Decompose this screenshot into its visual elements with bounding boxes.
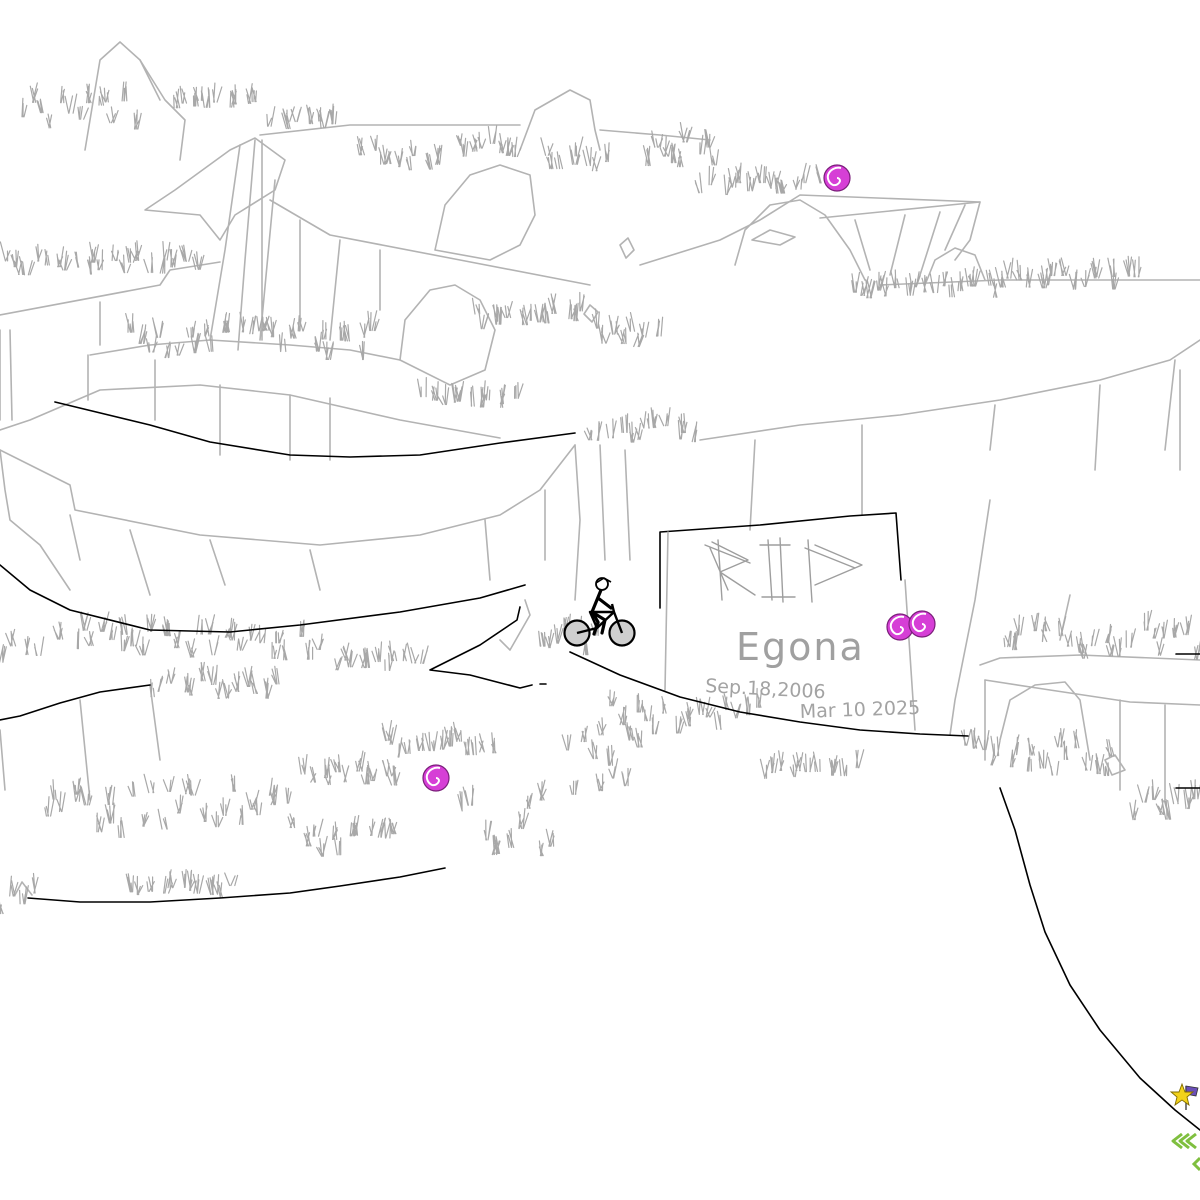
scenery-layer bbox=[0, 41, 1200, 896]
grass-tuft bbox=[125, 310, 380, 361]
grass-tuft bbox=[960, 727, 1115, 777]
track-line-upper bbox=[54, 401, 576, 458]
grass-tuft bbox=[356, 134, 443, 171]
grass-tuft bbox=[21, 81, 142, 130]
boost-chevron-icon bbox=[1171, 1132, 1200, 1172]
player-rider-icon[interactable] bbox=[563, 577, 636, 647]
grass-tuft bbox=[561, 725, 643, 795]
tombstone-heading bbox=[704, 537, 863, 603]
track-layer bbox=[0, 401, 1200, 1131]
grass-tuft bbox=[417, 377, 524, 408]
grass-tuft bbox=[694, 162, 822, 196]
tombstone-death-date: Mar 10 2025 bbox=[799, 697, 920, 723]
grass-tuft bbox=[642, 122, 719, 168]
tombstone-name: Egona bbox=[736, 625, 865, 669]
grass-tuft bbox=[471, 291, 600, 330]
grass-tuft bbox=[381, 720, 497, 758]
grass-tuft bbox=[125, 869, 239, 899]
grass-tuft bbox=[1129, 779, 1200, 821]
teleport-spiral-icon bbox=[908, 610, 936, 638]
checkpoint-flag-icon bbox=[1185, 1085, 1199, 1110]
grass-tuft bbox=[851, 266, 998, 299]
grass-tuft bbox=[457, 779, 555, 857]
grass-tuft bbox=[1003, 609, 1200, 661]
grass-tuft bbox=[0, 872, 39, 915]
grass-layer bbox=[0, 81, 1200, 915]
teleport-spiral-icon bbox=[823, 164, 851, 192]
track-line-kicker bbox=[429, 606, 533, 689]
track-line-bowl bbox=[0, 564, 526, 633]
grass-tuft bbox=[540, 136, 610, 172]
grass-tuft bbox=[266, 103, 338, 130]
tombstone: Egona Sep.18,2006 Mar 10 2025 bbox=[659, 512, 921, 731]
grass-tuft bbox=[596, 687, 762, 741]
grass-tuft bbox=[44, 773, 296, 838]
grass-tuft bbox=[173, 82, 257, 109]
grass-tuft bbox=[52, 611, 324, 661]
grass-tuft bbox=[0, 628, 45, 663]
grass-tuft bbox=[298, 750, 401, 786]
grass-tuft bbox=[303, 815, 398, 857]
track-line-left bbox=[0, 684, 151, 721]
grass-tuft bbox=[583, 407, 698, 443]
tombstone-birth-date: Sep.18,2006 bbox=[705, 675, 826, 703]
goal-star-icon bbox=[1169, 1082, 1195, 1107]
grass-tuft bbox=[598, 312, 664, 348]
track-line-drop bbox=[999, 787, 1200, 1131]
grass-tuft bbox=[759, 749, 865, 779]
grass-tuft bbox=[334, 640, 429, 671]
track-line-bottom bbox=[27, 867, 446, 903]
grass-tuft bbox=[150, 661, 280, 699]
teleport-spiral-icon bbox=[422, 764, 450, 792]
track-line-main bbox=[569, 651, 969, 737]
grass-tuft bbox=[456, 125, 522, 158]
grass-tuft bbox=[0, 240, 205, 276]
grass-tuft bbox=[994, 255, 1142, 290]
